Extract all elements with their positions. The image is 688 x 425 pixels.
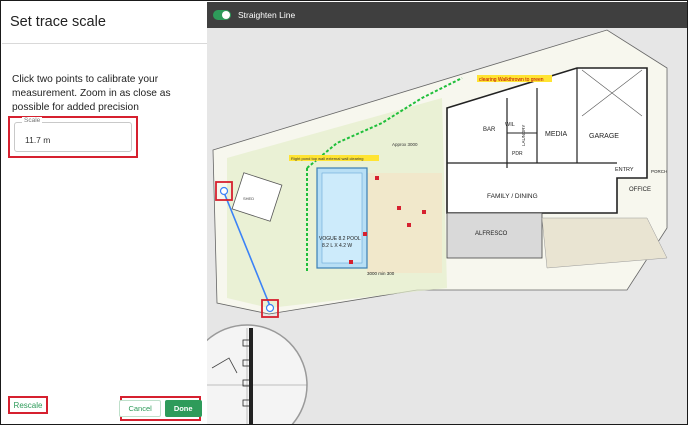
plan-label-pool-size: 8.2 L X 4.2 W (322, 243, 352, 249)
plan-label-shed: SHED (243, 196, 254, 201)
green-dashed-line (306, 77, 463, 169)
magnifier-loupe (207, 324, 308, 424)
plan-canvas[interactable]: Straighten Line (207, 2, 688, 424)
plan-label-family-dining: FAMILY / DINING (487, 193, 538, 200)
straighten-line-toggle[interactable] (213, 10, 231, 20)
plan-label-wil: WIL (505, 122, 515, 128)
plan-label-pool: VOGUE 8.2 POOL (319, 236, 361, 242)
scale-field-label: Scale (22, 117, 43, 124)
plan-label-media: MEDIA (545, 131, 568, 138)
site-plan-drawing[interactable]: clearing Walkthrown to green Right pond … (207, 28, 688, 424)
point-b-handle[interactable] (265, 303, 275, 313)
plan-wall-note: Right pond top wall external wall cleari… (291, 156, 363, 161)
scale-input[interactable] (15, 123, 131, 151)
done-button[interactable]: Done (164, 400, 202, 417)
plan-label-garage: GARAGE (589, 133, 619, 140)
measurement-line (222, 189, 271, 307)
plan-banner-text: clearing Walkthrown to green (479, 77, 544, 83)
canvas-toolbar: Straighten Line (207, 2, 687, 28)
plan-dim-note: 3000 min 300 (367, 271, 395, 276)
plan-label-entry: ENTRY (615, 167, 634, 173)
scale-highlight: Scale (8, 116, 138, 158)
plan-label-porch: PORCH (651, 169, 667, 174)
plan-approx-note: Approx 3000 (392, 142, 418, 147)
plan-label-office: OFFICE (629, 187, 651, 193)
point-a-highlight (215, 181, 233, 201)
plan-label-bar: BAR (483, 127, 496, 133)
straighten-line-label: Straighten Line (238, 10, 296, 20)
trace-scale-panel: Set trace scale Click two points to cali… (2, 2, 207, 424)
actions-highlight: Cancel Done (119, 396, 202, 421)
plan-label-pdr: PDR (512, 151, 523, 157)
alfresco-area (446, 212, 543, 259)
shed (231, 172, 283, 222)
point-b-highlight (261, 299, 279, 318)
panel-title: Set trace scale (10, 14, 106, 30)
plan-label-laundry: LAUNDRY (521, 125, 526, 146)
scale-field: Scale (14, 117, 132, 152)
cancel-button[interactable]: Cancel (119, 400, 161, 417)
point-a-handle[interactable] (219, 186, 229, 196)
plan-label-alfresco: ALFRESCO (475, 231, 508, 237)
paved-area (367, 173, 442, 273)
rescale-highlight: Rescale (8, 396, 48, 414)
instructions-text: Click two points to calibrate your measu… (12, 74, 171, 113)
rescale-link[interactable]: Rescale (13, 400, 43, 410)
panel-header: Set trace scale (2, 2, 207, 44)
